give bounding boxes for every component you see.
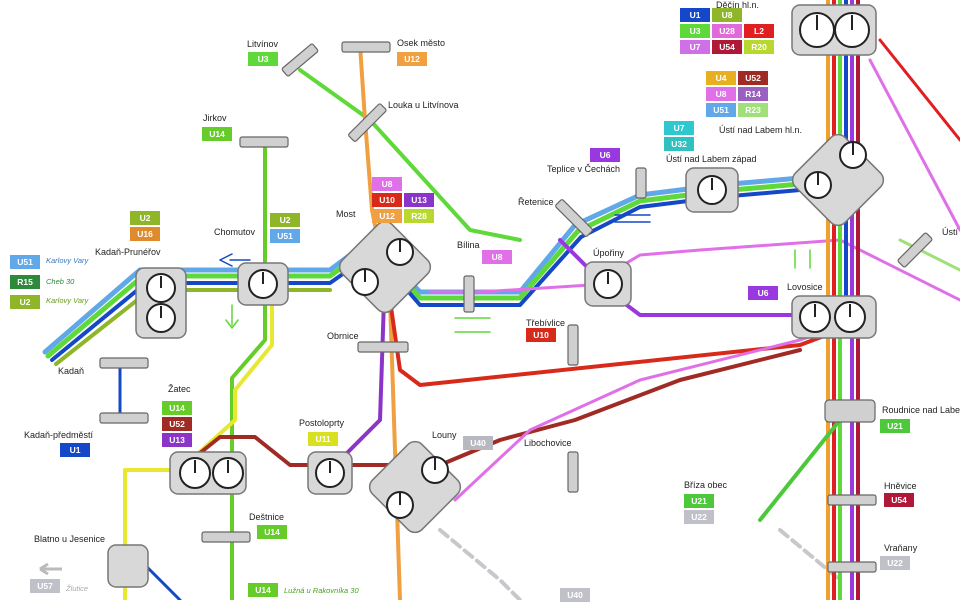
label-osek: Osek město bbox=[397, 38, 446, 48]
label-decin: Děčín hl.n. bbox=[716, 0, 760, 10]
label-retenice: Řetenice bbox=[518, 197, 554, 207]
line-badge-u6: U6 bbox=[590, 148, 620, 162]
line-badge-u7: U7 bbox=[664, 121, 694, 135]
line-badge-u16: U16 bbox=[130, 227, 160, 241]
label-obrnice: Obrnice bbox=[327, 331, 359, 341]
label-teplice: Teplice v Čechách bbox=[547, 164, 621, 174]
line-badge-u2: U2 bbox=[130, 211, 160, 225]
label-postoloprty: Postoloprty bbox=[299, 418, 345, 428]
label-blatno: Blatno u Jesenice bbox=[34, 534, 106, 544]
ext-karlovy-vary-1: Karlovy Vary bbox=[46, 256, 89, 265]
line-badge-u14: U14 bbox=[257, 525, 287, 539]
label-usti-hln: Ústí nad Labem hl.n. bbox=[719, 125, 803, 135]
label-kadan-predmesti: Kadaň-předměstí bbox=[24, 430, 94, 440]
line-badge-u8: U8 bbox=[482, 250, 512, 264]
line-badge-u4: U4 bbox=[706, 71, 736, 85]
line-badge-u28: U28 bbox=[712, 24, 742, 38]
line-badge-u52: U52 bbox=[738, 71, 768, 85]
line-badge-r20: R20 bbox=[744, 40, 774, 54]
line-badge-u10: U10 bbox=[526, 328, 556, 342]
label-lovosice: Lovosice bbox=[787, 282, 823, 292]
label-chomutov: Chomutov bbox=[214, 227, 256, 237]
label-destnice: Deštnice bbox=[249, 512, 285, 522]
label-usti-zapad: Ústí nad Labem západ bbox=[666, 154, 757, 164]
line-badge-u57: U57 bbox=[30, 579, 60, 593]
line-badge-u51: U51 bbox=[10, 255, 40, 269]
line-badge-l2: L2 bbox=[744, 24, 774, 38]
ext-cheb: Cheb 30 bbox=[46, 277, 75, 286]
label-louny: Louny bbox=[432, 430, 457, 440]
line-badge-u6: U6 bbox=[748, 286, 778, 300]
label-kadan-prunerov: Kadaň-Prunéřov bbox=[95, 247, 161, 257]
line-u40 bbox=[438, 528, 522, 602]
line-badge-u11: U11 bbox=[308, 432, 338, 446]
line-badge-u14: U14 bbox=[162, 401, 192, 415]
line-badge-u13: U13 bbox=[404, 193, 434, 207]
label-jirkov: Jirkov bbox=[203, 113, 227, 123]
label-litvinov: Litvínov bbox=[247, 39, 279, 49]
label-bilina: Bílina bbox=[457, 240, 480, 250]
line-badge-u21: U21 bbox=[880, 419, 910, 433]
line-badge-u14: U14 bbox=[202, 127, 232, 141]
station-louny bbox=[368, 440, 462, 534]
line-badge-u40: U40 bbox=[463, 436, 493, 450]
line-badge-u21: U21 bbox=[684, 494, 714, 508]
line-badge-u1: U1 bbox=[60, 443, 90, 457]
line-badge-u51: U51 bbox=[706, 103, 736, 117]
line-badge-u8: U8 bbox=[712, 8, 742, 22]
label-louka: Louka u Litvínova bbox=[388, 100, 459, 110]
line-badge-r15: R15 bbox=[10, 275, 40, 289]
line-badge-u7: U7 bbox=[680, 40, 710, 54]
line-badge-u12: U12 bbox=[397, 52, 427, 66]
line-badge-u2: U2 bbox=[10, 295, 40, 309]
ext-luzna: Lužná u Rakovníka 30 bbox=[284, 586, 359, 595]
line-badge-u2: U2 bbox=[270, 213, 300, 227]
label-trebivlice: Třebívlice bbox=[526, 318, 566, 328]
line-badge-u12: U12 bbox=[372, 209, 402, 223]
station-blatno bbox=[107, 544, 149, 588]
line-badge-u8: U8 bbox=[372, 177, 402, 191]
line-badge-u1: U1 bbox=[680, 8, 710, 22]
line-badge-u22: U22 bbox=[684, 510, 714, 524]
line-u8 bbox=[428, 238, 960, 302]
label-hnevice: Hněvice bbox=[884, 481, 917, 491]
line-badge-u10: U10 bbox=[372, 193, 402, 207]
line-badge-u3: U3 bbox=[680, 24, 710, 38]
label-libochovice: Libochovice bbox=[524, 438, 572, 448]
line-badge-u8: U8 bbox=[706, 87, 736, 101]
line-u11 bbox=[123, 288, 274, 602]
line-badge-u13: U13 bbox=[162, 433, 192, 447]
ext-karlovy-vary-2: Karlovy Vary bbox=[46, 296, 89, 305]
line-badge-u3: U3 bbox=[248, 52, 278, 66]
line-badge-u54: U54 bbox=[712, 40, 742, 54]
station-usti-hln bbox=[791, 133, 885, 227]
line-badge-r23: R23 bbox=[738, 103, 768, 117]
line-badge-r28: R28 bbox=[404, 209, 434, 223]
label-usti-right: Ústí bbox=[942, 227, 959, 237]
line-badge-u40: U40 bbox=[560, 588, 590, 602]
line-badge-u22: U22 bbox=[880, 556, 910, 570]
line-badge-u52: U52 bbox=[162, 417, 192, 431]
line-badge-u51: U51 bbox=[270, 229, 300, 243]
line-u3 bbox=[298, 68, 522, 242]
label-vranany: Vraňany bbox=[884, 543, 918, 553]
label-most: Most bbox=[336, 209, 356, 219]
line-u10 bbox=[388, 298, 842, 387]
label-briza: Bříza obec bbox=[684, 480, 728, 490]
line-badge-u32: U32 bbox=[664, 137, 694, 151]
label-kadan: Kadaň bbox=[58, 366, 85, 376]
label-roudnice: Roudnice nad Labem bbox=[882, 405, 960, 415]
line-badge-u14: U14 bbox=[248, 583, 278, 597]
label-zatec: Žatec bbox=[168, 384, 191, 394]
line-badge-r14: R14 bbox=[738, 87, 768, 101]
line-badge-u54: U54 bbox=[884, 493, 914, 507]
ext-zlutice: Žlutice bbox=[66, 584, 89, 593]
label-uporiny: Úpořiny bbox=[593, 248, 625, 258]
